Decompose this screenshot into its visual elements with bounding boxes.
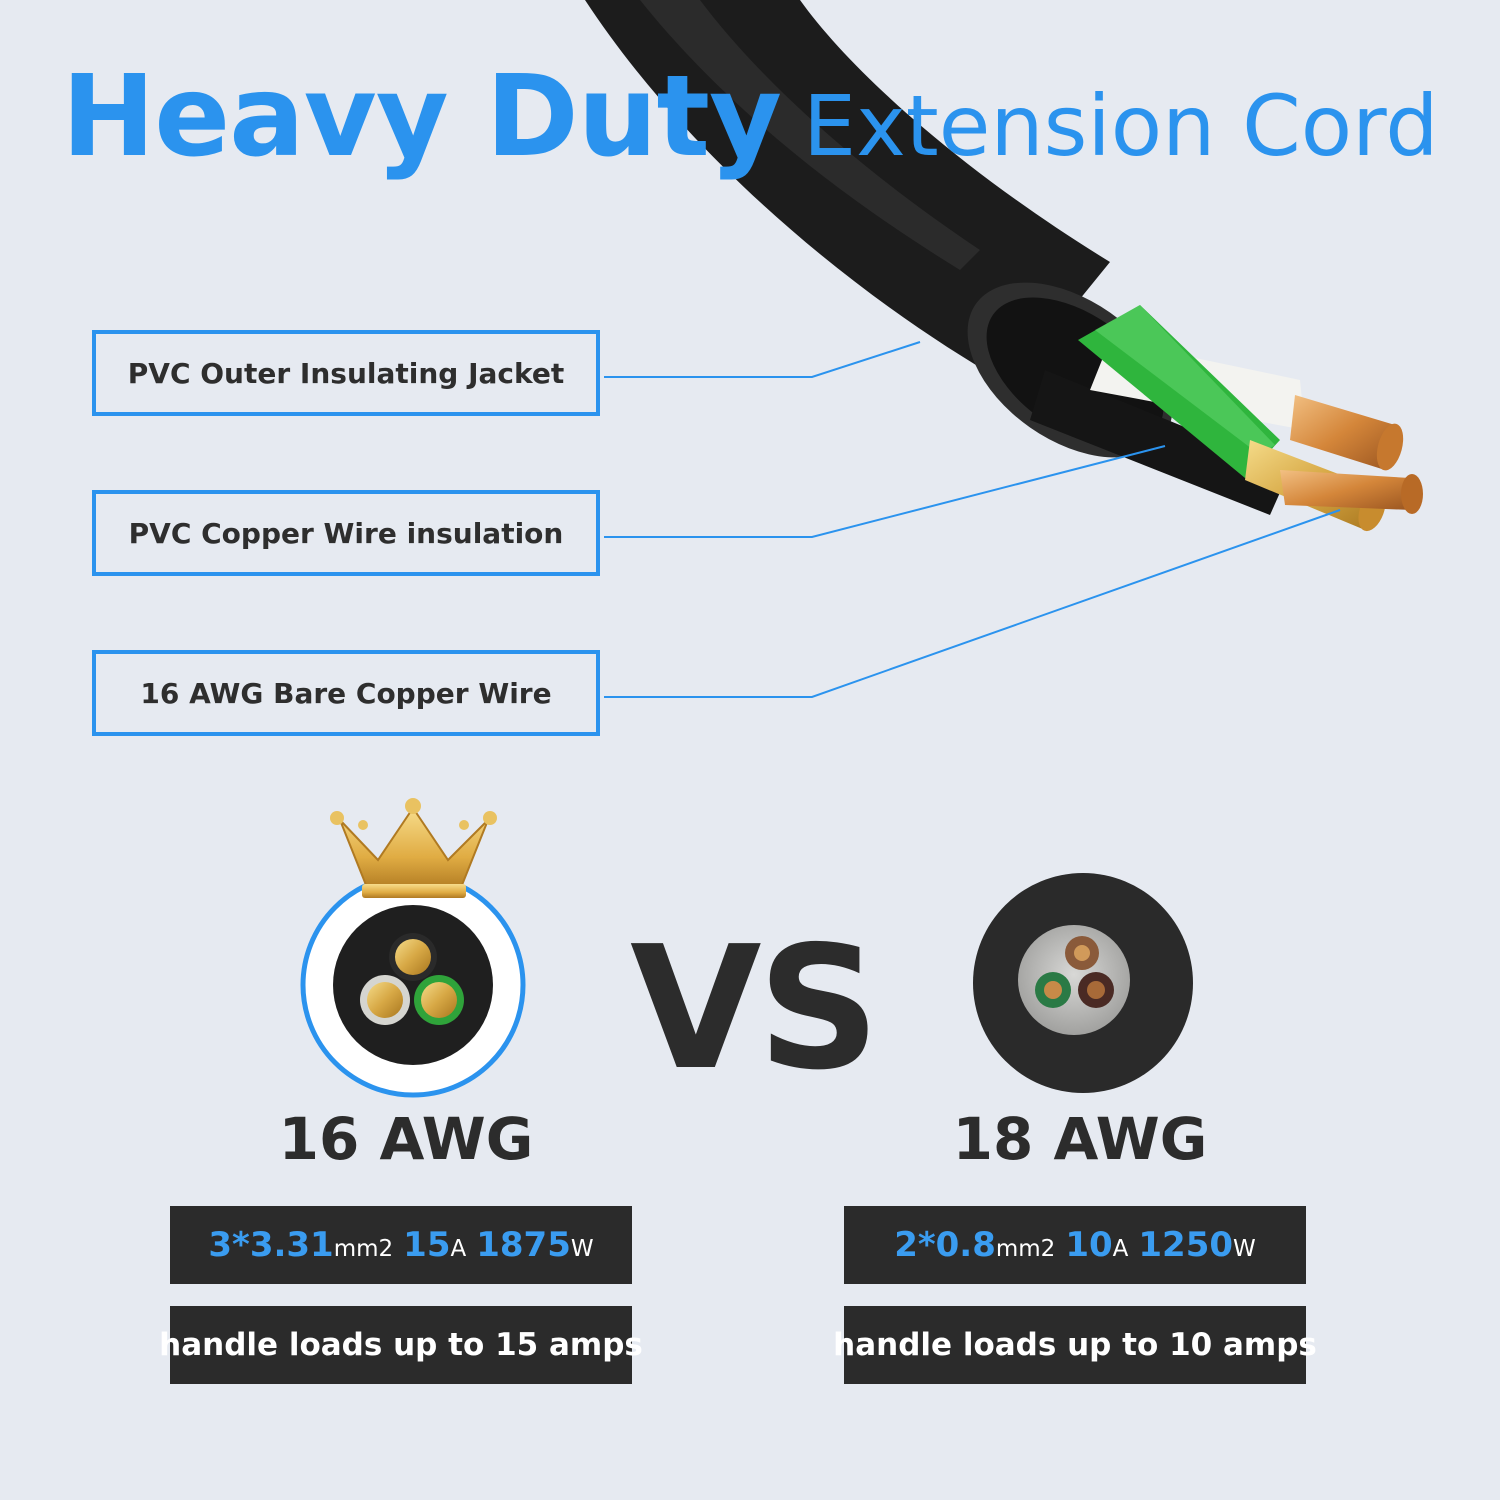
callout-line-insulation	[604, 445, 1166, 538]
spec-left-area-unit: mm2	[333, 1236, 394, 1262]
spec-right-watts: 1250	[1138, 1225, 1234, 1265]
crown-icon	[330, 798, 497, 898]
gauge-left: 16 AWG	[278, 1105, 534, 1173]
spec-right-amps-unit: A	[1112, 1236, 1129, 1262]
awg18-cross-section	[973, 873, 1193, 1093]
load-bar-right: handle loads up to 10 amps	[833, 1306, 1317, 1384]
spec-left-amps-unit: A	[450, 1236, 467, 1262]
callout-copper: 16 AWG Bare Copper Wire	[92, 650, 600, 736]
awg16-cross-section	[300, 872, 526, 1098]
callout-line-jacket	[604, 341, 921, 378]
callout-insulation: PVC Copper Wire insulation	[92, 490, 600, 576]
spec-right-area-unit: mm2	[995, 1236, 1056, 1262]
callout-copper-label: 16 AWG Bare Copper Wire	[140, 676, 552, 710]
spec-right-amps: 10	[1065, 1225, 1113, 1265]
copper-strand-bottom	[1280, 470, 1412, 510]
spec-left-cores: 3*3.31	[208, 1225, 334, 1265]
spec-left-watts: 1875	[476, 1225, 571, 1265]
title-bold: Heavy Duty	[61, 52, 782, 182]
load-bar-left: handle loads up to 15 amps	[159, 1306, 643, 1384]
load-left-text: handle loads up to 15 amps	[159, 1327, 643, 1363]
spec-left-watts-unit: W	[570, 1236, 594, 1262]
callout-line-copper	[604, 509, 1341, 698]
callout-jacket-label: PVC Outer Insulating Jacket	[127, 356, 565, 390]
spec-right-watts-unit: W	[1233, 1236, 1256, 1262]
spec-right-cores: 2*0.8	[894, 1225, 996, 1265]
title-light: Extension Cord	[803, 77, 1439, 175]
gauge-right: 18 AWG	[952, 1105, 1208, 1173]
load-right-text: handle loads up to 10 amps	[833, 1327, 1317, 1363]
callout-jacket: PVC Outer Insulating Jacket	[92, 330, 600, 416]
spec-left-amps: 15	[403, 1225, 451, 1265]
copper-strand-top	[1290, 395, 1395, 470]
vs-label: VS	[630, 910, 880, 1108]
callout-insulation-label: PVC Copper Wire insulation	[128, 516, 564, 550]
black-wire	[1030, 370, 1290, 515]
